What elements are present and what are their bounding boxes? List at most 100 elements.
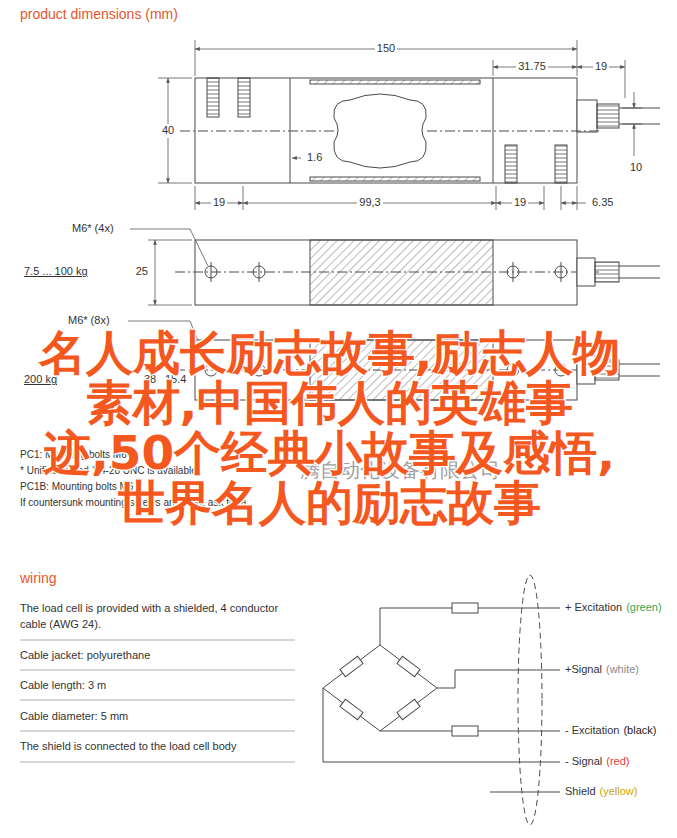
dimension-value: 99,3	[357, 196, 382, 209]
dimension-value: 40	[160, 124, 176, 137]
top-view	[595, 262, 619, 282]
bridge-circuit	[380, 608, 560, 645]
spec-text: The shield is connected to the load cell…	[20, 738, 236, 754]
dimension-line	[561, 186, 562, 210]
wire-name: - Signal	[565, 755, 602, 768]
top-view	[619, 376, 660, 377]
dimension-line	[577, 40, 578, 76]
resistor-symbol	[452, 726, 478, 736]
side-view	[427, 131, 600, 132]
top-view	[259, 262, 260, 282]
side-view	[180, 78, 660, 183]
table-rule	[20, 700, 295, 701]
dimension-value: 25	[134, 265, 150, 278]
dimension-value: 19	[211, 196, 227, 209]
dimension-value: 1.6	[305, 151, 324, 164]
section-heading: wiring	[20, 570, 57, 587]
capacity-range: 7.5 ... 100 kg	[22, 265, 90, 278]
dimension-value: 31.75	[516, 60, 548, 73]
wire-name: Shield	[565, 785, 596, 798]
bridge-circuit	[518, 575, 542, 825]
side-view	[577, 100, 597, 132]
side-view	[180, 131, 335, 132]
resistor-symbol	[452, 603, 478, 613]
dimension-line	[292, 158, 301, 159]
side-view	[555, 145, 567, 183]
table-rule	[20, 640, 295, 762]
top-view	[619, 364, 660, 365]
table-rule	[20, 670, 295, 671]
spec-text: Cable jacket: polyurethane	[20, 647, 150, 663]
dimension-line	[544, 186, 545, 210]
spec-text: Cable length: 3 m	[20, 677, 106, 693]
dimension-line	[148, 240, 192, 305]
side-view	[493, 78, 494, 183]
side-view	[238, 78, 250, 117]
dimension-line	[155, 240, 156, 305]
dimension-line	[622, 108, 642, 109]
dimension-line	[158, 183, 192, 184]
table-rule	[20, 731, 295, 732]
dimension-line	[634, 124, 635, 156]
side-view	[597, 104, 619, 128]
wire-name: + Excitation	[565, 601, 622, 614]
dimension-value: 19	[512, 196, 528, 209]
dimension-line	[496, 186, 497, 210]
wire-color: (green)	[626, 601, 661, 614]
dimension-line	[577, 203, 586, 204]
side-view	[619, 124, 660, 125]
resistor-symbol	[340, 656, 363, 676]
dimension-line	[493, 60, 494, 76]
dimension-line	[195, 186, 196, 210]
dimension-line	[158, 40, 642, 210]
top-view	[577, 258, 595, 286]
dimension-line	[625, 60, 626, 98]
dimension-line	[577, 186, 578, 210]
dimension-line	[622, 124, 642, 125]
side-view	[334, 94, 426, 168]
dimension-value: 150	[375, 42, 397, 55]
wire-color: (black)	[623, 724, 656, 737]
spec-text: Cable diameter: 5 mm	[20, 708, 128, 724]
callout-text: M6* (4x)	[70, 222, 116, 235]
dimension-line	[561, 203, 577, 204]
top-view	[619, 278, 660, 279]
resistor-symbol	[397, 699, 420, 719]
dimension-value: 19	[593, 60, 609, 73]
side-view	[207, 78, 219, 117]
leader-line	[130, 229, 208, 266]
table-rule	[20, 640, 295, 641]
dimension-line	[634, 92, 635, 108]
bridge-circuit	[323, 575, 560, 825]
resistor-symbol	[340, 699, 363, 719]
dimension-line	[195, 40, 196, 76]
dimension-value: 6.35	[590, 196, 615, 209]
top-view	[175, 272, 600, 273]
side-view	[310, 80, 480, 84]
wire-color: (yellow)	[600, 785, 638, 798]
resistor-symbol	[340, 603, 478, 736]
wire-name: - Excitation	[565, 724, 619, 737]
top-view	[619, 266, 660, 267]
side-view	[619, 108, 660, 109]
callout-text: M6* (8x)	[66, 314, 112, 327]
side-view	[310, 177, 480, 181]
note-text: PC1B: Mounting bolts M6	[20, 481, 133, 493]
dimension-line	[158, 78, 192, 79]
dimension-value: 10	[628, 161, 644, 174]
bridge-circuit	[323, 645, 437, 731]
top-view	[175, 240, 660, 305]
bridge-circuit	[323, 688, 560, 762]
side-view	[505, 145, 517, 183]
wire-name: +Signal	[565, 663, 602, 676]
wire-color: (white)	[606, 663, 639, 676]
table-rule	[20, 762, 295, 763]
dimension-line	[243, 186, 244, 210]
wire-color: (red)	[606, 755, 629, 768]
spec-text: The load cell is provided with a shielde…	[20, 600, 305, 632]
section-heading: product dimensions (mm)	[20, 6, 178, 23]
resistor-symbol	[397, 656, 420, 676]
bridge-circuit	[490, 792, 560, 793]
